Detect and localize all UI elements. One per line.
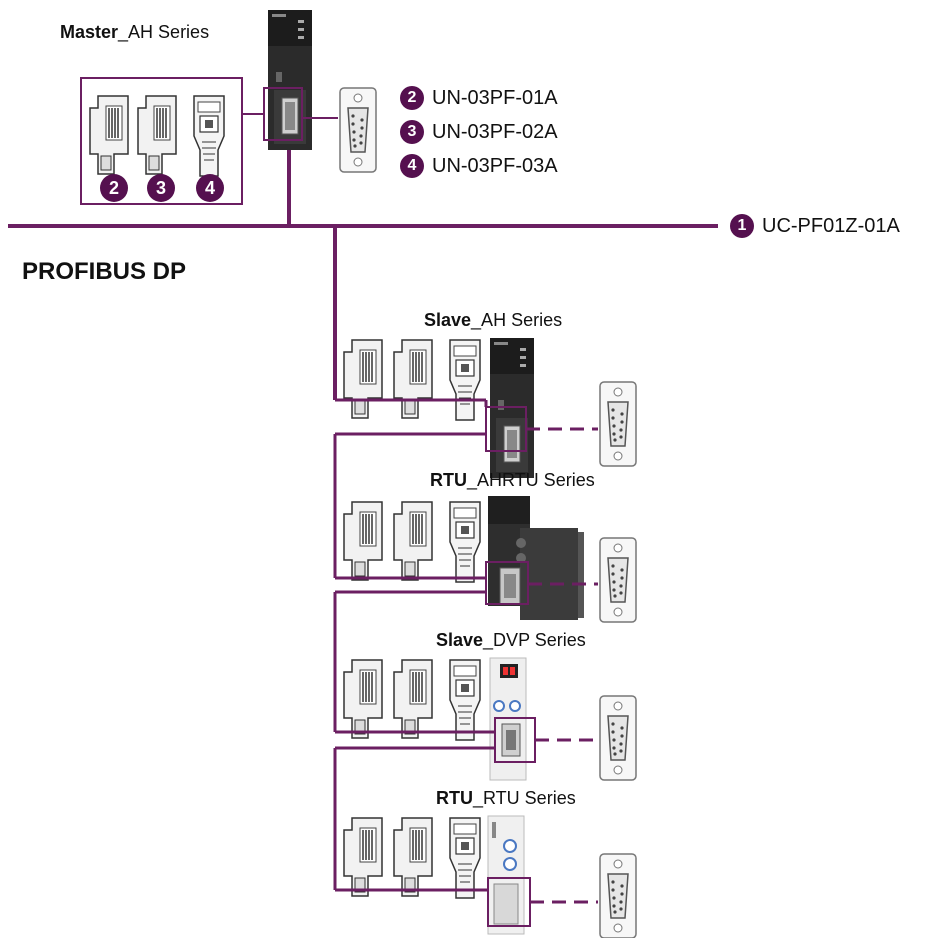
bus-title: PROFIBUS DP	[22, 258, 186, 286]
profibus-connector-icon	[450, 340, 480, 420]
plc-module-icon	[488, 816, 524, 934]
number-badge: 2	[400, 86, 424, 110]
legend-label: UN-03PF-01A	[432, 87, 558, 110]
profibus-connector-icon	[344, 818, 382, 896]
number-badge: 1	[730, 214, 754, 238]
legend-item: 4 UN-03PF-03A	[400, 154, 558, 178]
db9-port-icon	[600, 538, 636, 622]
master-label: Master_AH Series	[60, 22, 209, 43]
profibus-connector-icon	[394, 660, 432, 738]
cable-legend: 1 UC-PF01Z-01A	[730, 214, 900, 238]
connector-badge: 4	[196, 174, 224, 202]
legend-label: UN-03PF-03A	[432, 155, 558, 178]
profibus-connector-icon	[394, 340, 432, 418]
profibus-connector-icon	[344, 502, 382, 580]
profibus-connector-icon	[344, 660, 382, 738]
legend-item: 2 UN-03PF-01A	[400, 86, 558, 110]
connector-badge: 3	[147, 174, 175, 202]
station-label: Slave_DVP Series	[436, 630, 586, 651]
profibus-connector-icon	[344, 340, 382, 418]
connector-badge: 2	[100, 174, 128, 202]
number-badge: 4	[400, 154, 424, 178]
station-label: RTU_RTU Series	[436, 788, 576, 809]
db9-port-icon	[600, 382, 636, 466]
legend-label: UN-03PF-02A	[432, 121, 558, 144]
profibus-connector-icon	[450, 818, 480, 898]
db9-port-icon	[600, 854, 636, 938]
cable-label: UC-PF01Z-01A	[762, 215, 900, 238]
profibus-connector-icon	[394, 502, 432, 580]
profibus-connector-icon	[450, 502, 480, 582]
plc-module-icon	[268, 10, 312, 150]
station-rtu-rtu	[335, 816, 636, 938]
plc-module-icon	[488, 496, 584, 620]
station-label: Slave_AH Series	[424, 310, 562, 331]
profibus-connector-icon	[450, 660, 480, 740]
db9-port-icon	[600, 696, 636, 780]
legend-item: 3 UN-03PF-02A	[400, 120, 558, 144]
number-badge: 3	[400, 120, 424, 144]
db9-port-icon	[340, 88, 376, 172]
station-label: RTU_AHRTU Series	[430, 470, 595, 491]
profibus-connector-icon	[394, 818, 432, 896]
